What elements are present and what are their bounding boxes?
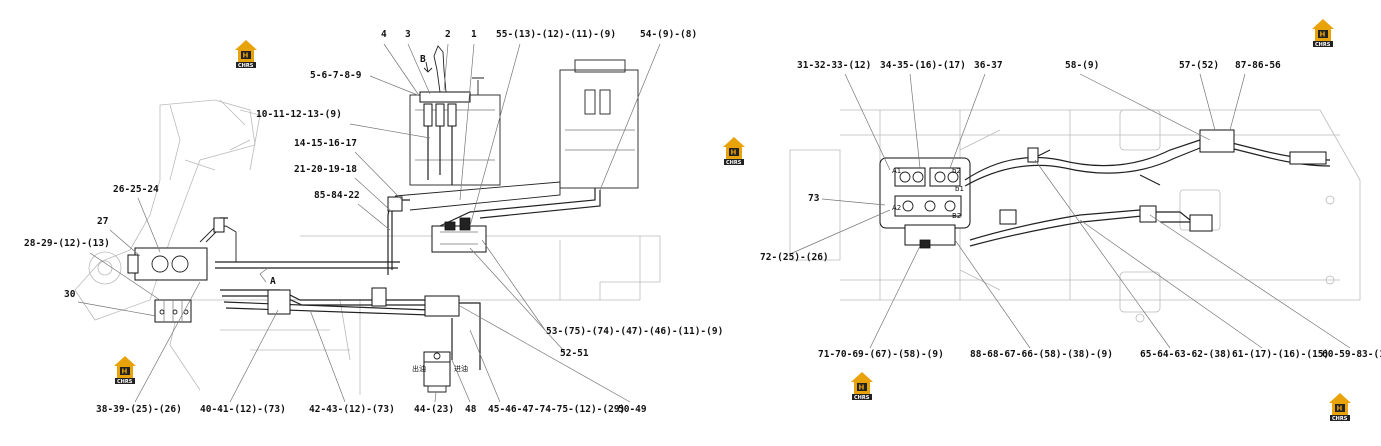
left-part-labels: 4 3 2 1 55-(13)-(12)-(11)-(9) 54-(9)-(8) B 5-6-… <box>24 29 723 415</box>
label-l10: 10-11-12-13-(9) <box>256 109 342 120</box>
label-r73: 73 <box>808 193 820 204</box>
label-s_a1: A1 <box>892 167 901 175</box>
watermark-logos: H CHRS H CHRS H CHRS H CHRS H CHRS H CHRS <box>114 19 1351 422</box>
label-l30: 30 <box>64 289 76 300</box>
label-l4: 4 <box>381 29 387 40</box>
label-l44: 44-(23) <box>414 404 454 415</box>
label-lB: B <box>420 54 426 65</box>
label-s_a2: A2 <box>892 204 901 212</box>
label-l26: 26-25-24 <box>113 184 159 195</box>
watermark-logo-icon: H CHRS <box>1312 19 1334 48</box>
label-r34: 34-35-(16)-(17) <box>880 60 966 71</box>
label-l3: 3 <box>405 29 411 40</box>
label-r71: 71-70-69-(67)-(58)-(9) <box>818 349 944 360</box>
watermark-logo-icon: H CHRS <box>1329 393 1351 422</box>
label-l54: 54-(9)-(8) <box>640 29 697 40</box>
svg-text:H: H <box>1320 31 1326 39</box>
label-l27: 27 <box>97 216 108 227</box>
label-r65: 65-64-63-62-(38) <box>1140 349 1232 360</box>
label-r88: 88-68-67-66-(58)-(38)-(9) <box>970 349 1113 360</box>
label-lA: A <box>270 276 276 287</box>
label-r61: 61-(17)-(16)-(15) <box>1232 349 1329 360</box>
watermark-logo-icon: H CHRS <box>723 137 745 166</box>
svg-text:H: H <box>122 368 128 376</box>
label-l42: 42-43-(12)-(73) <box>309 404 395 415</box>
svg-text:H: H <box>1337 405 1343 413</box>
svg-text:CHRS: CHRS <box>1315 42 1331 48</box>
label-l52: 52-51 <box>560 348 589 359</box>
label-l5: 5-6-7-8-9 <box>310 70 362 81</box>
label-l50: 50-49 <box>618 404 647 415</box>
svg-text:CHRS: CHRS <box>117 379 133 385</box>
svg-text:H: H <box>243 52 249 60</box>
left-side-view <box>74 43 661 403</box>
svg-text:CHRS: CHRS <box>854 395 870 401</box>
label-l1: 1 <box>471 29 477 40</box>
svg-text:H: H <box>731 149 737 157</box>
label-l14: 14-15-16-17 <box>294 138 357 149</box>
label-l85: 85-84-22 <box>314 190 360 201</box>
label-r87: 87-86-56 <box>1235 60 1281 71</box>
watermark-logo-icon: H CHRS <box>235 40 257 69</box>
label-l2: 2 <box>445 29 451 40</box>
label-l45: 45-46-47-74-75-(12)-(29) <box>488 404 625 415</box>
svg-text:CHRS: CHRS <box>238 63 254 69</box>
label-l53: 53-(75)-(74)-(47)-(46)-(11)-(9) <box>546 326 723 337</box>
label-r60: 60-59-83-(17) <box>1322 349 1381 360</box>
label-s_b3: B2 <box>952 212 961 220</box>
watermark-logo-icon: H CHRS <box>851 372 873 401</box>
right-part-labels: 31-32-33-(12) 34-35-(16)-(17) 36-37 58-(9) 5… <box>760 60 1381 360</box>
label-r58: 58-(9) <box>1065 60 1099 71</box>
right-top-view <box>789 73 1361 349</box>
svg-text:CHRS: CHRS <box>1332 416 1348 422</box>
watermark-logo-icon: H CHRS <box>114 356 136 385</box>
label-s_b1: b1 <box>955 185 964 193</box>
label-l21: 21-20-19-18 <box>294 164 357 175</box>
label-r36: 36-37 <box>974 60 1003 71</box>
label-r31: 31-32-33-(12) <box>797 60 871 71</box>
label-l48: 48 <box>465 404 477 415</box>
svg-text:H: H <box>859 384 865 392</box>
label-s_in: 进油 <box>454 364 468 373</box>
label-l40: 40-41-(12)-(73) <box>200 404 286 415</box>
label-r72: 72-(25)-(26) <box>760 252 829 263</box>
label-s_b2: b2 <box>952 167 961 175</box>
label-l28: 28-29-(12)-(13) <box>24 238 110 249</box>
label-r57: 57-(52) <box>1179 60 1219 71</box>
label-s_out: 出油 <box>412 364 426 373</box>
label-l55: 55-(13)-(12)-(11)-(9) <box>496 29 616 40</box>
svg-text:CHRS: CHRS <box>726 160 742 166</box>
label-l38: 38-39-(25)-(26) <box>96 404 182 415</box>
